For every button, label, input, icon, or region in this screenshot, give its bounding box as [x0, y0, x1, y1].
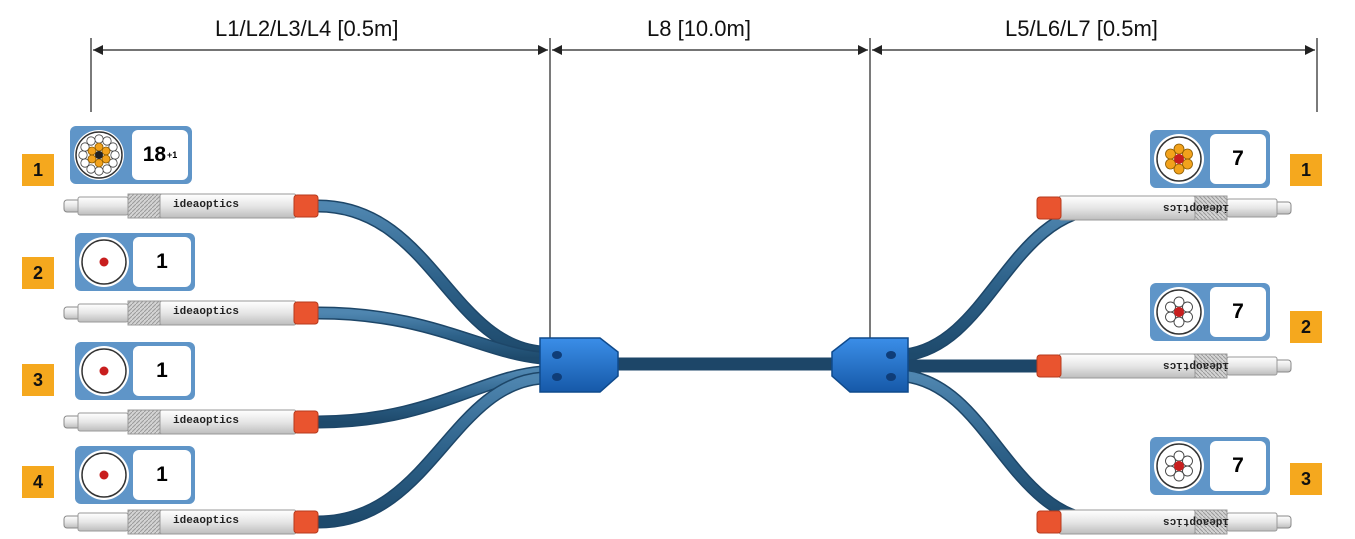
left-cable-count-1: 18+1 [132, 130, 188, 180]
right-cable-card-1: 7 [1150, 130, 1270, 188]
left-rca-plug-1 [63, 193, 319, 219]
left-plugs [63, 193, 319, 535]
dimension-lines [90, 38, 1318, 345]
left-plug-brand-1: ideaoptics [173, 199, 240, 211]
single-core-icon [79, 450, 129, 500]
left-rca-plug-2 [63, 300, 319, 326]
dimension-label-middle: L8 [10.0m] [647, 16, 751, 41]
dimension-label-left: L1/L2/L3/L4 [0.5m] [215, 16, 399, 41]
left-connector-number-2: 2 [22, 257, 54, 289]
right-rca-plug-1 [1036, 195, 1292, 221]
dimension-label-right: L5/L6/L7 [0.5m] [1005, 16, 1158, 41]
right-rca-plug-2 [1036, 353, 1292, 379]
left-plug-brand-2: ideaoptics [173, 306, 240, 318]
left-plug-brand-4: ideaoptics [173, 515, 240, 527]
seven-strand-white-icon [1154, 441, 1204, 491]
single-core-icon [79, 346, 129, 396]
left-cable-card-3: 1 [75, 342, 195, 400]
right-plugs [1036, 195, 1292, 535]
left-cable-count-2: 1 [133, 237, 191, 287]
right-cable-count-2: 7 [1210, 287, 1266, 337]
left-connector-number-3: 3 [22, 364, 54, 396]
right-cable-count-3: 7 [1210, 441, 1266, 491]
left-connector-number-4: 4 [22, 466, 54, 498]
dimension-arrowheads [93, 45, 1315, 55]
right-plug-brand-2: ideaoptics [1163, 359, 1230, 371]
left-cable-card-1: 18+1 [70, 126, 192, 184]
left-splitter [539, 337, 619, 393]
right-cable-card-3: 7 [1150, 437, 1270, 495]
left-cable-count-3: 1 [133, 346, 191, 396]
right-cable-card-2: 7 [1150, 283, 1270, 341]
left-cable-count-4: 1 [133, 450, 191, 500]
right-plug-brand-3: ideaoptics [1163, 515, 1230, 527]
right-cable-count-1: 7 [1210, 134, 1266, 184]
left-cable-card-2: 1 [75, 233, 195, 291]
left-cable-count-1-value: 18 [142, 143, 167, 166]
left-rca-plug-3 [63, 409, 319, 435]
right-splitter [831, 337, 909, 393]
right-connector-number-2: 2 [1290, 311, 1322, 343]
seven-strand-white-icon [1154, 287, 1204, 337]
right-connector-number-3: 3 [1290, 463, 1322, 495]
right-rca-plug-3 [1036, 509, 1292, 535]
left-cable-card-4: 1 [75, 446, 195, 504]
single-core-icon [79, 237, 129, 287]
right-plug-brand-1: ideaoptics [1163, 201, 1230, 213]
left-connector-number-1: 1 [22, 154, 54, 186]
multi-strand-18-plus-1-icon [74, 130, 124, 180]
left-cable-count-1-superscript: +1 [167, 150, 178, 160]
seven-strand-orange-icon [1154, 134, 1204, 184]
cables [311, 199, 1112, 529]
left-rca-plug-4 [63, 509, 319, 535]
left-plug-brand-3: ideaoptics [173, 415, 240, 427]
right-connector-number-1: 1 [1290, 154, 1322, 186]
